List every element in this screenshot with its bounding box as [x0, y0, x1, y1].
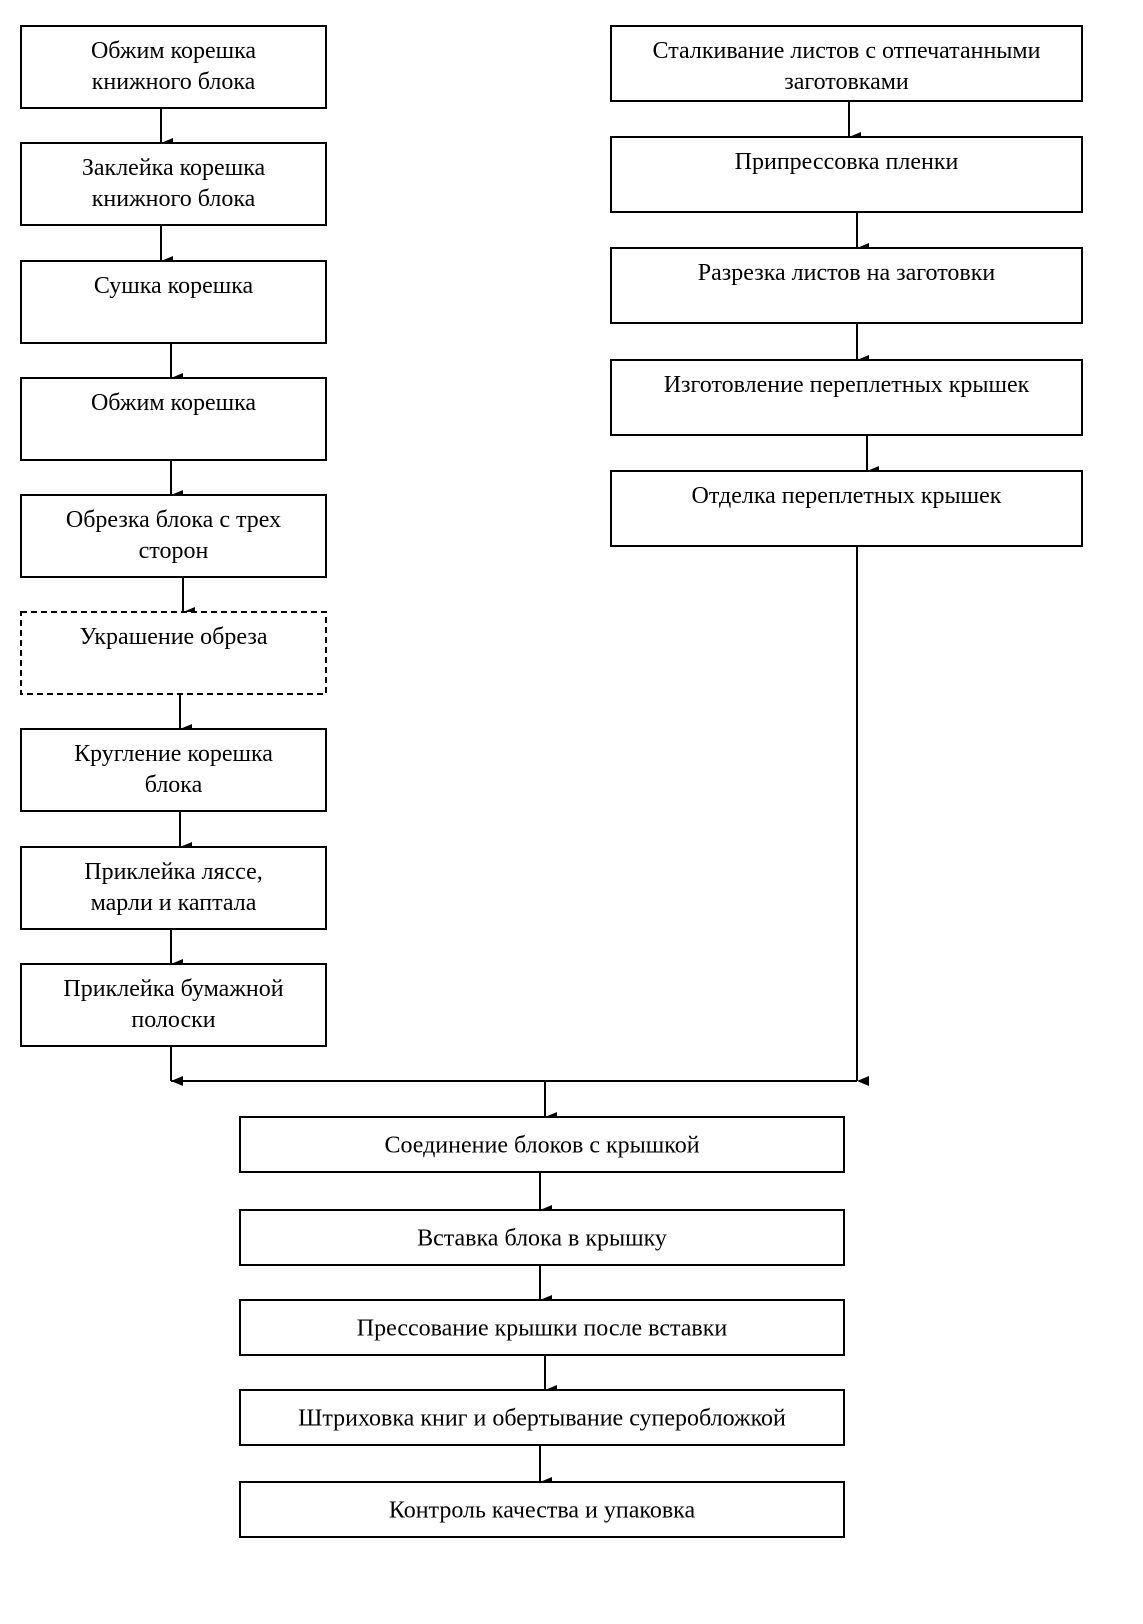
step-label: книжного блока: [92, 69, 256, 95]
step-label: Прессование крышки после вставки: [357, 1316, 728, 1342]
step-label: Сушка корешка: [94, 273, 254, 299]
process-box: Сушка корешка: [20, 260, 327, 344]
process-box: Украшение обреза: [20, 611, 327, 695]
step-label: Соединение блоков с крышкой: [384, 1133, 699, 1159]
step-box: [20, 377, 327, 461]
step-box: [20, 963, 327, 1047]
step-box: [239, 1209, 845, 1266]
step-box: [20, 494, 327, 578]
step-label: Отделка переплетных крышек: [692, 483, 1002, 509]
step-label: заготовками: [784, 69, 909, 95]
step-label: Контроль качества и упаковка: [389, 1498, 696, 1524]
step-box: [20, 25, 327, 109]
process-box: Изготовление переплетных крышек: [610, 359, 1083, 436]
process-box: Приклейка бумажной полоски: [20, 963, 327, 1047]
step-label: Сталкивание листов с отпечатанными: [653, 38, 1041, 64]
step-box: [610, 136, 1083, 213]
step-label: Обжим корешка: [91, 390, 256, 416]
step-box: [20, 728, 327, 812]
process-box: Разрезка листов на заготовки: [610, 247, 1083, 324]
step-box: [610, 470, 1083, 547]
step-box: [610, 359, 1083, 436]
step-label: Украшение обреза: [80, 624, 268, 650]
step-label: книжного блока: [92, 186, 256, 212]
step-box: [239, 1481, 845, 1538]
step-label: Приклейка ляссе,: [84, 859, 263, 885]
step-label: Заклейка корешка: [82, 155, 266, 181]
process-box: Обжим корешка: [20, 377, 327, 461]
process-box: Соединение блоков с крышкой: [239, 1116, 845, 1173]
process-box: Прессование крышки после вставки: [239, 1299, 845, 1356]
step-box: [20, 260, 327, 344]
step-label: полоски: [131, 1007, 215, 1033]
step-label: Обрезка блока с трех: [66, 507, 281, 533]
step-label: Кругление корешка: [74, 741, 273, 767]
step-label: блока: [145, 772, 203, 798]
step-label: Штриховка книг и обертывание суперобложк…: [298, 1406, 786, 1432]
process-box: Отделка переплетных крышек: [610, 470, 1083, 547]
step-label: Припрессовка пленки: [735, 149, 959, 175]
step-label: Приклейка бумажной: [63, 976, 283, 1002]
step-label: Обжим корешка: [91, 38, 256, 64]
step-box: [239, 1389, 845, 1446]
process-box: Приклейка ляссе, марли и каптала: [20, 846, 327, 930]
process-box: Сталкивание листов с отпечатанными загото…: [610, 25, 1083, 102]
step-label: марли и каптала: [91, 890, 257, 916]
optional-step-box: [20, 611, 327, 695]
process-box: Штриховка книг и обертывание суперобложк…: [239, 1389, 845, 1446]
process-box: Контроль качества и упаковка: [239, 1481, 845, 1538]
process-box: Обрезка блока с трех сторон: [20, 494, 327, 578]
edges: [160, 101, 879, 1487]
step-box: [610, 25, 1083, 102]
process-box: Обжим корешка книжного блока: [20, 25, 327, 109]
process-box: Кругление корешка блока: [20, 728, 327, 812]
step-box: [239, 1116, 845, 1173]
step-box: [20, 142, 327, 226]
step-box: [239, 1299, 845, 1356]
step-label: Вставка блока в крышку: [417, 1226, 667, 1252]
step-label: Разрезка листов на заготовки: [698, 260, 996, 286]
process-box: Вставка блока в крышку: [239, 1209, 845, 1266]
step-box: [20, 846, 327, 930]
step-box: [610, 247, 1083, 324]
process-box: Заклейка корешка книжного блока: [20, 142, 327, 226]
step-label: сторон: [139, 538, 209, 564]
step-label: Изготовление переплетных крышек: [664, 372, 1030, 398]
process-box: Припрессовка пленки: [610, 136, 1083, 213]
